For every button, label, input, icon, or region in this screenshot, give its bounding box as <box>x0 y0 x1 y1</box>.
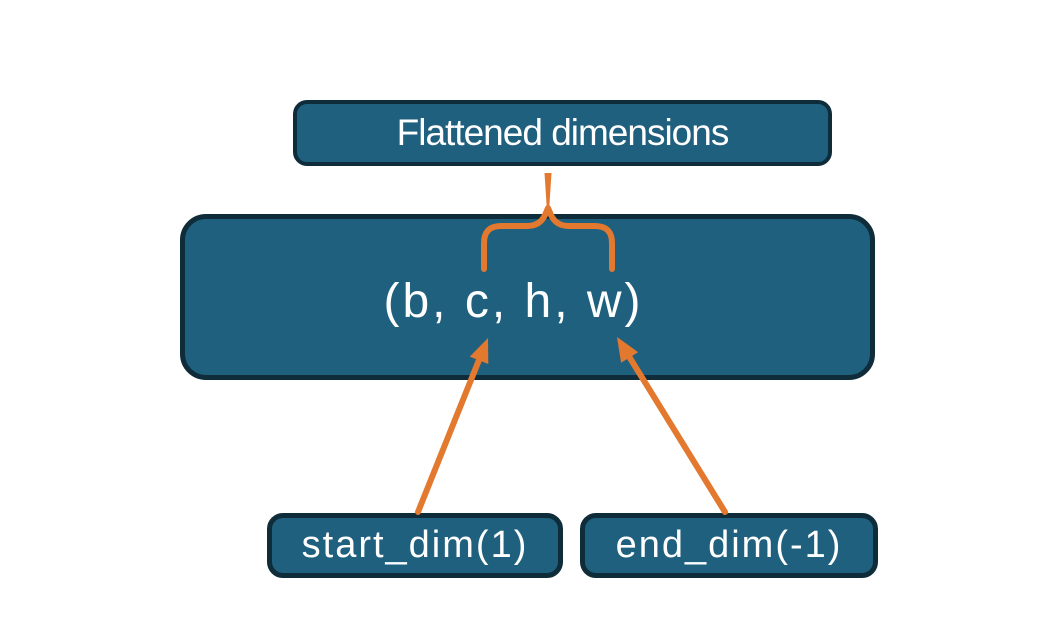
brace-stem-connector-icon <box>544 173 552 207</box>
end-dim-node: end_dim(-1) <box>580 513 878 578</box>
start-dim-label: start_dim(1) <box>301 524 529 566</box>
tensor-shape-label: (b, c, h, w) <box>383 274 644 328</box>
tensor-shape-node: (b, c, h, w) <box>180 214 875 380</box>
flattened-dimensions-node: Flattened dimensions <box>293 100 832 166</box>
start-dim-arrow-line <box>415 357 482 515</box>
start-dim-node: start_dim(1) <box>267 513 563 578</box>
end-dim-label: end_dim(-1) <box>615 524 843 566</box>
flattened-dimensions-label: Flattened dimensions <box>396 112 730 153</box>
end-dim-arrow-line <box>626 354 728 515</box>
